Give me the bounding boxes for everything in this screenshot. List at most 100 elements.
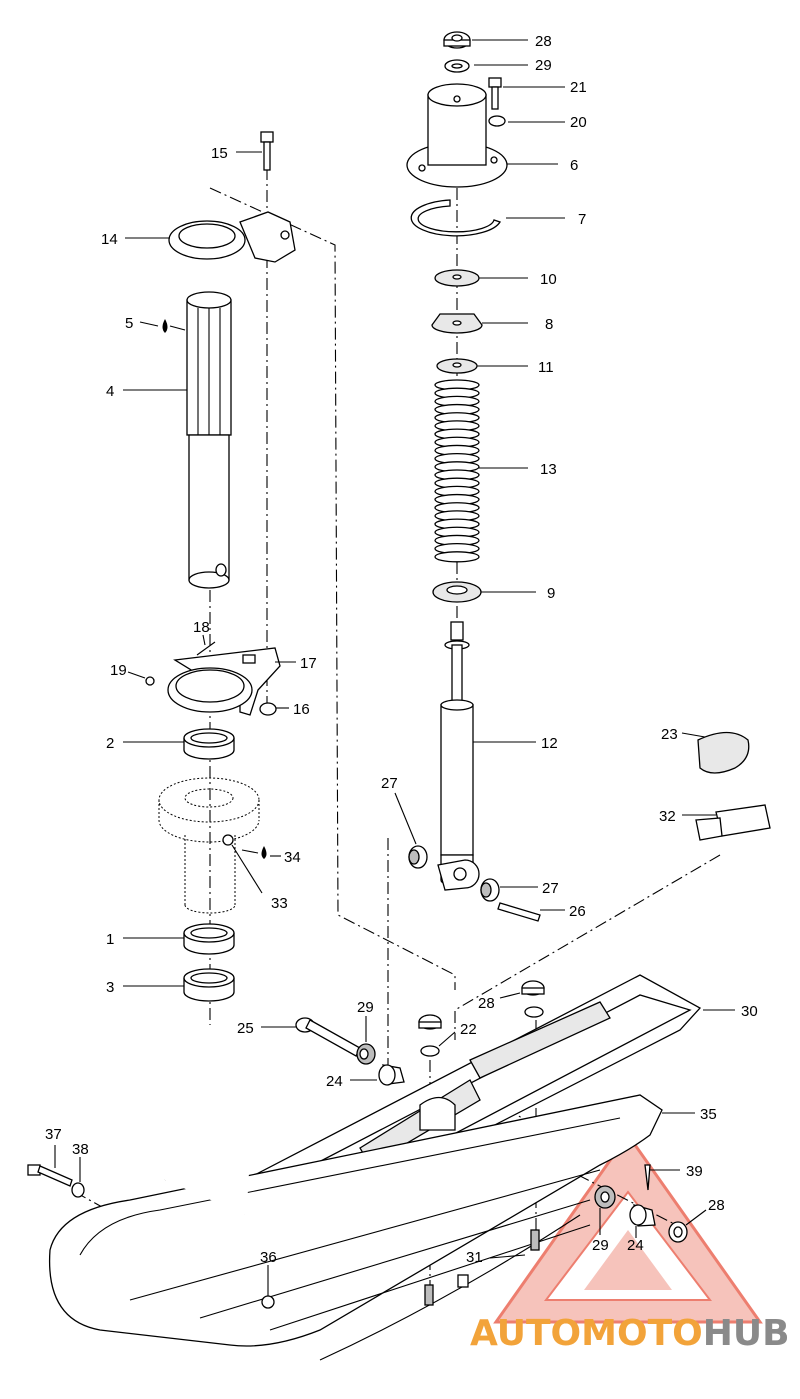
label-7: 7: [578, 211, 586, 228]
label-11: 11: [538, 359, 554, 376]
label-10: 10: [540, 271, 557, 288]
label-31: 31: [466, 1249, 483, 1266]
label-38: 38: [72, 1141, 89, 1158]
label-33: 33: [271, 895, 288, 912]
part-28-nut-ski: [418, 980, 545, 1030]
label-29-right: 29: [592, 1237, 609, 1254]
label-23: 23: [661, 726, 678, 743]
part-31-studs: [424, 1229, 540, 1306]
label-39: 39: [686, 1163, 703, 1180]
part-28-nut-top: [443, 31, 528, 49]
label-8: 8: [545, 316, 553, 333]
part-7-circlip: [410, 199, 565, 237]
part-13-coil-spring: [434, 379, 480, 563]
part-32-clip: [682, 804, 771, 841]
label-25: 25: [237, 1020, 254, 1037]
part-33-grease-fitting: [222, 834, 263, 894]
part-9-lower-seat: [432, 581, 536, 603]
label-5: 5: [125, 315, 133, 332]
label-35: 35: [700, 1106, 717, 1123]
label-16: 16: [293, 701, 310, 718]
part-29-washer-ski: [356, 1016, 376, 1065]
label-29-top: 29: [535, 57, 552, 74]
part-3-bushing: [123, 968, 235, 1002]
label-24-right: 24: [627, 1237, 644, 1254]
part-37-bolt: [27, 1145, 73, 1187]
label-26: 26: [569, 903, 586, 920]
part-2-bushing: [123, 728, 235, 760]
label-28-ski: 28: [478, 995, 495, 1012]
part-11-washer: [436, 358, 528, 374]
label-4: 4: [106, 383, 114, 400]
label-2: 2: [106, 735, 114, 752]
label-27-right: 27: [542, 880, 559, 897]
label-13: 13: [540, 461, 557, 478]
part-18-screw: [196, 634, 216, 656]
label-1: 1: [106, 931, 114, 948]
watermark-word-moto: MOTO: [581, 1313, 703, 1354]
label-9: 9: [547, 585, 555, 602]
part-19-nut: [127, 671, 155, 686]
part-39-pin: [644, 1164, 680, 1191]
part-8-spring-seat: [431, 313, 528, 334]
part-10-washer: [434, 269, 528, 287]
part-26-pin: [497, 902, 565, 922]
label-30: 30: [741, 1003, 758, 1020]
label-19: 19: [110, 662, 127, 679]
part-28-nut-right: [668, 1209, 707, 1243]
part-17-bracket: [167, 647, 296, 716]
part-15-bolt: [236, 131, 274, 171]
label-28-right: 28: [708, 1197, 725, 1214]
label-24-ski: 24: [326, 1073, 343, 1090]
label-34: 34: [284, 849, 301, 866]
part-20-lock-washer: [488, 115, 565, 127]
part-27-bushing-left: [394, 792, 428, 869]
part-36-nut: [261, 1265, 275, 1309]
svg-text:AUTOMOTOHUB: AUTOMOTOHUB: [470, 1313, 790, 1354]
part-29-washer-top: [444, 59, 528, 73]
spring-coil: [434, 551, 480, 563]
oil-drop-icon-34: [241, 846, 281, 859]
part-23-cap: [681, 731, 750, 774]
label-22: 22: [460, 1021, 477, 1038]
part-25-bolt: [261, 1017, 361, 1057]
watermark-word-hub: HUB: [703, 1313, 790, 1354]
part-16-nut: [259, 702, 289, 716]
label-28-top: 28: [535, 33, 552, 50]
part-12-shock-absorber: [437, 621, 536, 891]
label-20: 20: [570, 114, 587, 131]
part-21-screw: [488, 77, 565, 110]
part-38-washer: [71, 1157, 85, 1198]
part-24-bushing-ski: [350, 1064, 405, 1086]
part-29-washer-right: [594, 1185, 616, 1235]
part-22-washer: [420, 1006, 544, 1057]
label-32: 32: [659, 808, 676, 825]
part-1-bushing: [123, 923, 235, 955]
watermark-logo: AUTOMOTOHUB: [470, 1313, 790, 1354]
watermark-word-auto: AUTO: [470, 1313, 581, 1354]
label-17: 17: [300, 655, 317, 672]
watermark-triangle: [493, 1132, 763, 1324]
oil-drop-icon: [139, 319, 186, 333]
label-21: 21: [570, 79, 587, 96]
label-12: 12: [541, 735, 558, 752]
label-3: 3: [106, 979, 114, 996]
housing-phantom: [158, 777, 260, 914]
ski-handle-loop: [163, 1110, 252, 1216]
part-14-clamp-ring: [125, 211, 296, 263]
part-4-splined-tube: [123, 291, 232, 589]
part-35-ski: [48, 1094, 695, 1361]
label-6: 6: [570, 157, 578, 174]
label-37: 37: [45, 1126, 62, 1143]
label-27-left: 27: [381, 775, 398, 792]
label-14: 14: [101, 231, 118, 248]
part-24-bushing-right: [629, 1204, 656, 1238]
part-27-bushing-right: [480, 878, 538, 902]
label-36: 36: [260, 1249, 277, 1266]
label-29-ski: 29: [357, 999, 374, 1016]
callout-labels: 28 29 21 20 6 7 10 8 11 13 9 12 15 14 5 …: [45, 33, 758, 1266]
part-6-top-mount: [406, 83, 558, 188]
label-15: 15: [211, 145, 228, 162]
label-18: 18: [193, 619, 210, 636]
